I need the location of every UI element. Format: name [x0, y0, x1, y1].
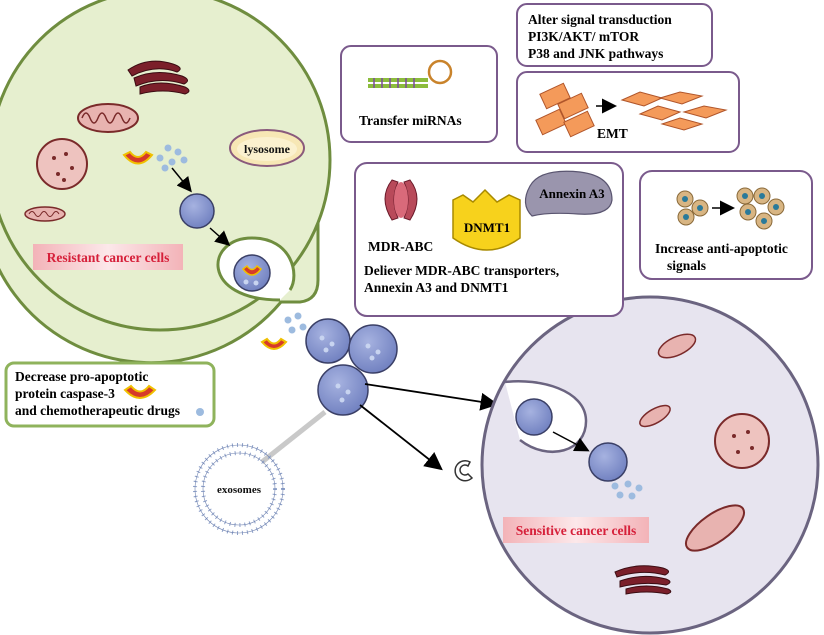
exosome-bilayer-icon: [193, 443, 285, 535]
annexin-label: Annexin A3: [539, 186, 605, 201]
mdr-abc-icon: [384, 179, 418, 221]
sensitive-golgi: [614, 565, 672, 595]
lysosome: [229, 129, 305, 167]
signal-line-3: P38 and JNK pathways: [528, 46, 663, 61]
decrease-line-2: protein caspase-3: [15, 386, 115, 401]
multivesicular-body: [233, 254, 271, 292]
mirna-label: Transfer miRNAs: [359, 113, 462, 128]
decrease-line-3: and chemotherapeutic drugs: [15, 403, 180, 418]
annexin-icon: [524, 170, 613, 217]
deliver-line-1: Deliever MDR-ABC transporters,: [364, 263, 559, 278]
mitochondrion: [77, 103, 139, 133]
resistant-label-bg: [33, 244, 183, 270]
sensitive-mitochondrion-top: [657, 333, 697, 359]
decrease-drug-icon: [196, 408, 204, 416]
inner-vesicle: [588, 442, 628, 482]
sensitive-mitochondrion-large: [685, 504, 745, 552]
small-mitochondrion: [24, 206, 66, 222]
emt-label: EMT: [597, 126, 628, 141]
exosome-cluster: [305, 318, 398, 416]
lysosome-label: lysosome: [244, 142, 291, 156]
decrease-line-1: Decrease pro-apoptotic: [15, 369, 148, 384]
mirna-box: [340, 45, 498, 143]
mdr-abc-label: MDR-ABC: [368, 239, 433, 254]
dnmt1-label: DNMT1: [464, 220, 510, 235]
early-endosome: [179, 193, 215, 229]
resistant-label: Resistant cancer cells: [47, 250, 170, 265]
drug-molecules: [156, 144, 188, 172]
sensitive-mitochondrion-small: [639, 404, 671, 428]
anti-apoptotic-box: [639, 170, 813, 280]
deliver-line-2: Annexin A3 and DNMT1: [364, 280, 509, 295]
golgi-apparatus: [127, 60, 190, 95]
signal-line-2: PI3K/AKT/ mTOR: [528, 29, 639, 44]
arrow-to-inner-vesicle: [552, 431, 590, 452]
zoom-line: [260, 410, 327, 464]
cell-cluster-icon-left: [676, 190, 709, 226]
anti-apoptotic-line-1: Increase anti-apoptotic: [655, 241, 788, 256]
signal-box: [516, 3, 713, 67]
mesenchymal-cells-icon: [620, 91, 728, 131]
dnmt1-icon: [452, 188, 521, 251]
endocytosed-exosome: [515, 398, 553, 436]
arrow-to-endosome: [171, 167, 192, 193]
anti-apoptotic-line-2: signals: [667, 258, 706, 273]
sensitive-label: Sensitive cancer cells: [516, 523, 636, 538]
epithelial-cells-icon: [535, 82, 595, 138]
exosomes-label: exosomes: [217, 484, 262, 496]
arrow-to-receptor: [359, 404, 443, 471]
cell-cluster-icon-right: [736, 187, 785, 230]
released-drugs-inside: [611, 480, 643, 500]
sensitive-nucleus: [714, 413, 770, 469]
decrease-caspase-icon: [123, 384, 157, 399]
released-drugs: [284, 312, 307, 334]
caspase-icon: [122, 150, 154, 165]
released-caspase-icon: [260, 337, 288, 350]
decrease-box: [4, 361, 216, 428]
sensitive-label-bg: [503, 517, 649, 543]
mirna-icon: [368, 59, 453, 88]
receptor-icon: [454, 459, 474, 482]
signal-line-1: Alter signal transduction: [528, 12, 672, 27]
arrow-to-sensitive-cell: [364, 383, 499, 411]
arrow-to-mvb: [209, 227, 231, 246]
nucleus: [36, 138, 88, 190]
